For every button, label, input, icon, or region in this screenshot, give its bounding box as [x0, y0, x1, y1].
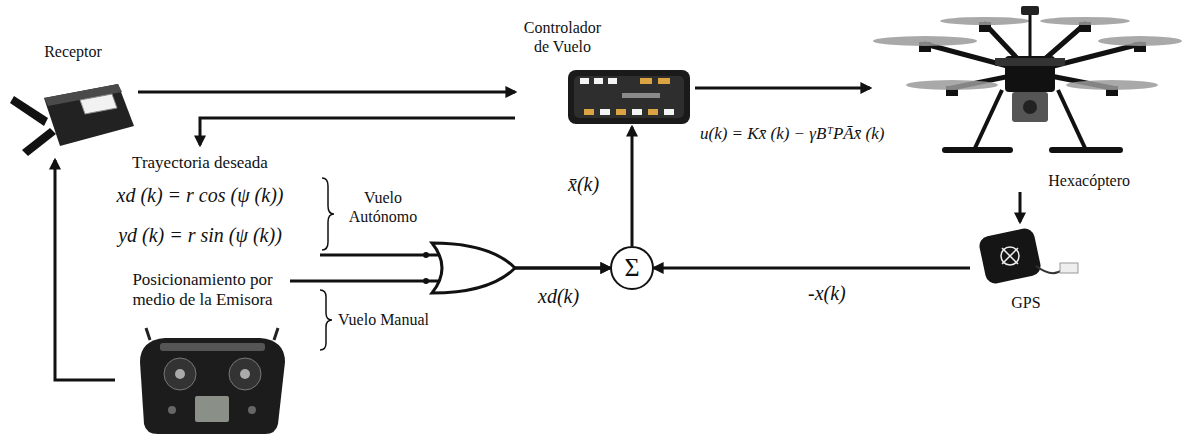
connector [664, 109, 674, 115]
signal-arrow [138, 91, 515, 94]
transmitter-top [160, 343, 265, 351]
connector [616, 109, 626, 115]
controller-top [574, 76, 684, 118]
stick-tip [240, 369, 250, 379]
landing-leg [975, 90, 1002, 148]
transmitter-block: Posicionamiento por medio de la Emisora [115, 266, 290, 438]
node-label: Controlador de Vuelo [515, 18, 610, 56]
propeller [1098, 36, 1182, 46]
stick [229, 358, 261, 390]
top-plate [995, 58, 1065, 66]
switch [146, 328, 150, 340]
connector [640, 78, 652, 84]
gps-logo [1002, 248, 1018, 264]
signal-name: xd(k) [538, 284, 579, 308]
landing-skid [1052, 147, 1120, 153]
gps-cap [1021, 6, 1039, 15]
hexacopter-illustration [873, 6, 1182, 150]
receiver-sticker [80, 94, 117, 114]
logo-mark [622, 93, 660, 98]
node-label: Hexacóptero [1048, 171, 1130, 190]
propeller [1040, 17, 1130, 25]
propeller [906, 80, 998, 90]
node-text: yd (k) = r sin (ψ (k)) [118, 223, 282, 247]
stick [164, 358, 196, 390]
trajectory-block: Trayectoria deseada xd (k) = r cos (ψ (k)… [80, 145, 320, 261]
signal-arrow [695, 87, 870, 90]
gps-plug [1060, 263, 1078, 273]
gps-mast [1029, 14, 1032, 58]
gps-puck [978, 227, 1043, 286]
connector [580, 78, 589, 84]
signal-arrow [200, 118, 515, 145]
signal-arrow [631, 127, 634, 246]
signal-arrow [1019, 192, 1022, 222]
node-label: GPS [1011, 293, 1040, 312]
gps-logo [1002, 248, 1018, 264]
receiver-body [44, 84, 134, 146]
switch [274, 328, 278, 340]
transmitter-illustration [140, 328, 285, 434]
connector [632, 109, 642, 115]
signal-arrow [320, 255, 610, 268]
node-label: Trayectoria deseada [132, 153, 268, 173]
node-label: Posicionamiento por medio de la Emisora [120, 270, 285, 311]
control-law: u(k) = Kx̄ (k) − γBᵀPĀx̄ (k) [700, 124, 884, 144]
connector [600, 109, 610, 115]
signal-arrow [290, 268, 610, 281]
node-label: Σ [624, 255, 639, 281]
screen [195, 396, 229, 422]
connector [648, 109, 658, 115]
node-label: Receptor [44, 42, 102, 61]
button [168, 406, 176, 414]
gps-block: GPS [970, 222, 1082, 314]
receiver-block: Receptor [8, 38, 138, 160]
stick-tip [175, 369, 185, 379]
connector [608, 78, 617, 84]
propeller [873, 36, 977, 46]
flight-controller-illustration [568, 70, 690, 124]
hexacopter-block: Hexacóptero [870, 4, 1185, 192]
connector [584, 109, 594, 115]
summing-junction: Σ [610, 246, 654, 290]
connector [658, 78, 670, 84]
landing-skid [945, 147, 1010, 153]
signal-label: -x(k) [806, 281, 848, 305]
button [248, 406, 256, 414]
or-gate-symbol [423, 243, 515, 293]
transmitter-body [140, 338, 285, 434]
propeller [940, 17, 1030, 25]
propeller [1066, 80, 1158, 90]
antenna [22, 128, 56, 156]
or-gate [432, 243, 515, 293]
gps-illustration [978, 227, 1078, 286]
receptor-illustration [10, 84, 134, 156]
signal-label: x̄(k) [566, 172, 601, 196]
gps-cable [1036, 266, 1062, 273]
controller-block: Controlador de Vuelo [515, 14, 695, 127]
signal-arrow [55, 160, 115, 380]
antenna [10, 96, 48, 126]
brace [322, 178, 334, 250]
signal-arrow [654, 267, 970, 270]
connector [594, 78, 603, 84]
landing-leg [1058, 90, 1085, 148]
brace [320, 290, 332, 350]
mode-label: Vuelo Autónomo [338, 188, 428, 226]
camera [1012, 92, 1048, 122]
node-text: xd (k) = r cos (ψ (k)) [117, 183, 284, 207]
camera-lens [1023, 100, 1037, 114]
mode-label: Vuelo Manual [338, 310, 429, 329]
controller-case [568, 70, 690, 124]
gps-logo [1001, 247, 1019, 265]
